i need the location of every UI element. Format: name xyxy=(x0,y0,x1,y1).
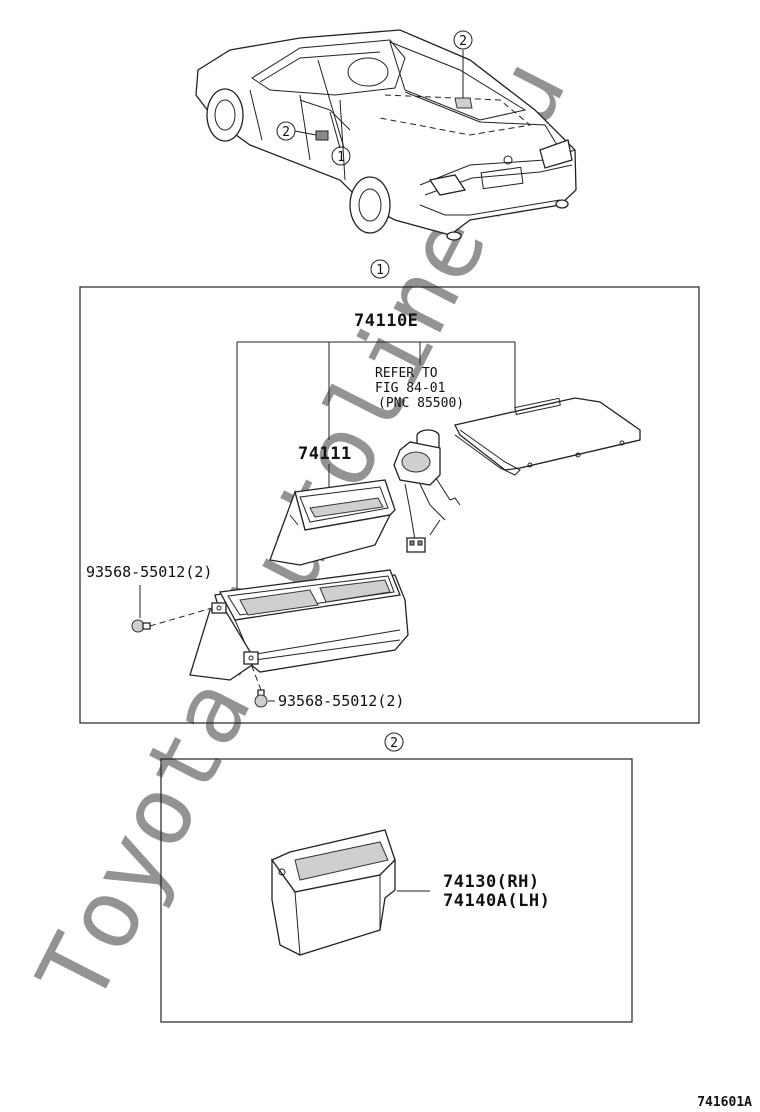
front-ashtray-marker xyxy=(315,130,329,141)
figure-id: 741601A xyxy=(697,1095,752,1110)
car-overview: 2 2 1 xyxy=(195,29,577,241)
part-rh: 74130(RH) xyxy=(443,872,540,892)
box-74111 xyxy=(269,479,396,566)
callout-2-rear: 2 xyxy=(459,34,467,49)
tray-assembly xyxy=(189,569,409,681)
section-2-frame xyxy=(160,758,633,1023)
refer-line-2: FIG 84-01 xyxy=(375,381,445,396)
screw-left-part-number: 93568-55012(2) xyxy=(86,563,212,581)
section-1-frame xyxy=(79,286,700,724)
section-1-marker: 1 xyxy=(376,263,384,278)
screw-left xyxy=(131,585,213,633)
part-lh: 74140A(LH) xyxy=(443,891,550,911)
screw-bottom xyxy=(250,663,275,708)
section-1: 1 74110E REFER TO FIG 84-01 (PNC 85500) … xyxy=(79,259,700,724)
assembly-part-number: 74110E xyxy=(354,311,418,331)
section-2: 2 74130(RH) 74140A(LH) xyxy=(160,732,633,1023)
lighter-socket xyxy=(393,429,461,553)
cover-plate xyxy=(454,397,641,476)
box-part-number: 74111 xyxy=(298,444,352,464)
refer-line-3: (PNC 85500) xyxy=(378,396,464,411)
refer-line-1: REFER TO xyxy=(375,366,438,381)
section-2-marker: 2 xyxy=(390,736,398,751)
screw-bottom-part-number: 93568-55012(2) xyxy=(278,692,404,710)
rear-ashtray-marker xyxy=(454,97,473,109)
callout-2-front: 2 xyxy=(282,125,290,140)
callout-1-front: 1 xyxy=(337,150,345,165)
side-ashtray xyxy=(271,829,430,956)
